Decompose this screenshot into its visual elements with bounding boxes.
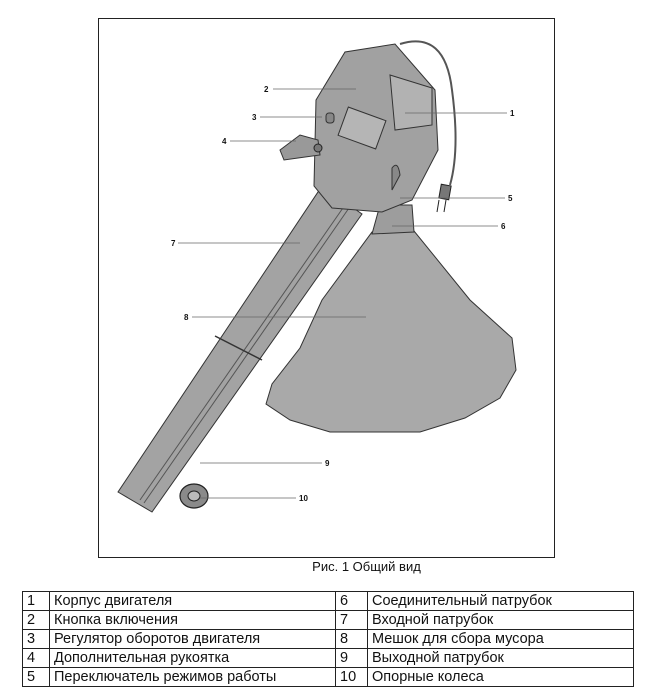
- figure-caption: Рис. 1 Общий вид: [312, 559, 421, 574]
- part-number: 10: [335, 667, 368, 687]
- part-number: 7: [335, 610, 368, 630]
- part-name: Переключатель режимов работы: [49, 667, 336, 687]
- callout-10: 10: [299, 494, 308, 503]
- part-name: Входной патрубок: [367, 610, 634, 630]
- part-number: 6: [335, 591, 368, 611]
- leaf-blower-illustration: 1 2 3 4 5 6 7 8 9 10: [117, 40, 517, 513]
- callout-8: 8: [184, 313, 189, 322]
- part-name: Соединительный патрубок: [367, 591, 634, 611]
- callout-4: 4: [222, 137, 227, 146]
- callout-2: 2: [264, 85, 269, 94]
- auxiliary-handle: [279, 134, 321, 161]
- callout-5: 5: [508, 194, 513, 203]
- callout-3: 3: [252, 113, 257, 122]
- part-name: Мешок для сбора мусора: [367, 629, 634, 649]
- part-name: Выходной патрубок: [367, 648, 634, 668]
- debris-bag: [265, 225, 517, 433]
- part-number: 8: [335, 629, 368, 649]
- callout-1: 1: [510, 109, 515, 118]
- part-number: 9: [335, 648, 368, 668]
- part-number: 4: [22, 648, 50, 668]
- part-name: Дополнительная рукоятка: [49, 648, 336, 668]
- callout-9: 9: [325, 459, 330, 468]
- part-number: 2: [22, 610, 50, 630]
- part-number: 1: [22, 591, 50, 611]
- part-name: Регулятор оборотов двигателя: [49, 629, 336, 649]
- part-number: 3: [22, 629, 50, 649]
- callout-7: 7: [171, 239, 176, 248]
- power-plug: [438, 183, 452, 201]
- part-number: 5: [22, 667, 50, 687]
- callout-6: 6: [501, 222, 506, 231]
- power-cord: [399, 40, 457, 186]
- part-name: Опорные колеса: [367, 667, 634, 687]
- part-name: Кнопка включения: [49, 610, 336, 630]
- part-name: Корпус двигателя: [49, 591, 336, 611]
- figure-frame: [98, 18, 555, 558]
